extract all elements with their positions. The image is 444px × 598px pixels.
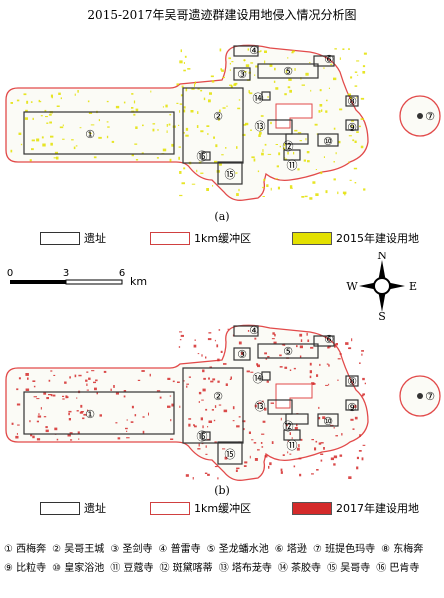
site-key-item: ② 吴哥王城 — [52, 544, 105, 555]
legend-buffer: 1km缓冲区 — [150, 230, 251, 246]
site-key-item: ① 西梅奔 — [4, 544, 47, 555]
site-label: ⑮ — [225, 448, 236, 461]
site-label: ⑫ — [283, 420, 294, 433]
legend-b: 遗址 1km缓冲区 2017年建设用地 — [0, 500, 444, 520]
site-label: ⑩ — [323, 415, 333, 428]
scale-tick-0: 0 — [7, 268, 13, 279]
legend-buffer-label: 1km缓冲区 — [194, 232, 252, 245]
scale-tick-3: 3 — [63, 268, 69, 279]
legend-buffer-label: 1km缓冲区 — [194, 502, 252, 515]
site-label: ⑥ — [324, 53, 334, 66]
site-label: ⑫ — [283, 140, 294, 153]
compass-s: S — [378, 310, 386, 320]
site-label: ⑧ — [347, 375, 357, 388]
site-label: ① — [85, 128, 95, 141]
legend-a: 遗址 1km缓冲区 2015年建设用地 — [0, 230, 444, 250]
site-label: ③ — [237, 68, 247, 81]
site-swatch — [40, 501, 80, 515]
site-label: ① — [85, 408, 95, 421]
scale-tick-6: 6 — [119, 268, 125, 279]
site-key-item: ⑤ 圣龙蟠水池 — [206, 544, 269, 555]
site-label: ⑨ — [347, 121, 357, 134]
legend-site: 遗址 — [40, 230, 106, 246]
site-key-item: ⑧ 东梅奔 — [381, 544, 424, 555]
site-label: ⑤ — [283, 65, 293, 78]
site-label: ⑦ — [425, 110, 435, 123]
site-key-item: ⑯ 巴肯寺 — [376, 563, 420, 574]
panel-b-caption: (b) — [214, 484, 230, 497]
site-key-item: ③ 圣剑寺 — [110, 544, 153, 555]
site-label: ② — [213, 110, 223, 123]
site-key-item: ⑮ 吴哥寺 — [327, 563, 371, 574]
site-label: ⑩ — [323, 135, 333, 148]
legend-construction: 2015年建设用地 — [292, 230, 419, 246]
site-label: ⑬ — [255, 400, 266, 413]
site-key-item: ⑨ 比粒寺 — [4, 563, 47, 574]
site-label: ④ — [249, 324, 259, 337]
legend-construction-label: 2017年建设用地 — [336, 502, 419, 515]
legend-site: 遗址 — [40, 500, 106, 516]
scale-unit: km — [130, 275, 147, 288]
site-label: ② — [213, 390, 223, 403]
compass-n: N — [377, 252, 387, 262]
site-label: ⑬ — [255, 120, 266, 133]
site-label: ⑥ — [324, 333, 334, 346]
site-key-item: ⑩ 皇家浴池 — [52, 563, 105, 574]
site-label: ⑦ — [425, 390, 435, 403]
site-key-item: ⑫ 斑黛喀蒂 — [159, 563, 213, 574]
legend-site-label: 遗址 — [84, 502, 106, 515]
construction-swatch — [292, 231, 332, 245]
legend-construction: 2017年建设用地 — [292, 500, 419, 516]
site-label: ⑭ — [253, 372, 264, 385]
compass-e: E — [409, 280, 417, 293]
construction-swatch — [292, 501, 332, 515]
map-panel-a: ① ② ③④ ⑤ ⑥ ⑦ ⑧ ⑨ ⑩ ⑪ ⑫ ⑬ ⑭ ⑮ ⑯ — [5, 44, 441, 201]
site-key-item: ⑬ 塔布茏寺 — [218, 563, 272, 574]
site-label: ⑪ — [287, 439, 298, 452]
site-key-item: ⑭ 茶胶寺 — [277, 563, 322, 574]
site-label: ④ — [249, 44, 259, 57]
buffer-swatch — [150, 501, 190, 515]
legend-buffer: 1km缓冲区 — [150, 500, 251, 516]
site-key-item: ⑥ 塔逊 — [274, 544, 307, 555]
site-key: ① 西梅奔 ② 吴哥王城 ③ 圣剑寺 ④ 普雷寺 ⑤ 圣龙蟠水池 ⑥ 塔逊 ⑦ 班提色玛寺 ⑧… — [4, 540, 444, 578]
scale-bar: 0 3 6 km — [7, 268, 147, 288]
site-label: ⑧ — [347, 95, 357, 108]
compass-w: W — [346, 280, 358, 293]
site-label: ⑯ — [197, 150, 208, 163]
figure-title: 2015-2017年吴哥遗迹群建设用地侵入情况分析图 — [87, 8, 357, 22]
map-panel-b: ① ② ③④ ⑤ ⑥ ⑦ ⑧ ⑨ ⑩ ⑪ ⑫ ⑬ ⑭ ⑮ ⑯ — [5, 324, 441, 481]
panel-a-caption: (a) — [214, 210, 230, 223]
site-key-item: ⑦ 班提色玛寺 — [312, 544, 376, 555]
legend-site-label: 遗址 — [84, 232, 106, 245]
site-label: ⑯ — [197, 430, 208, 443]
site-key-item: ⑪ 豆蔻寺 — [110, 563, 154, 574]
site-label: ⑨ — [347, 401, 357, 414]
buffer-swatch — [150, 231, 190, 245]
compass-icon: N S E W — [346, 252, 417, 320]
site-label: ⑮ — [225, 168, 236, 181]
site-swatch — [40, 231, 80, 245]
site-label: ⑭ — [253, 92, 264, 105]
legend-construction-label: 2015年建设用地 — [336, 232, 419, 245]
site-key-item: ④ 普雷寺 — [158, 544, 201, 555]
site-label: ⑪ — [287, 159, 298, 172]
site-label: ③ — [237, 348, 247, 361]
site-label: ⑤ — [283, 345, 293, 358]
